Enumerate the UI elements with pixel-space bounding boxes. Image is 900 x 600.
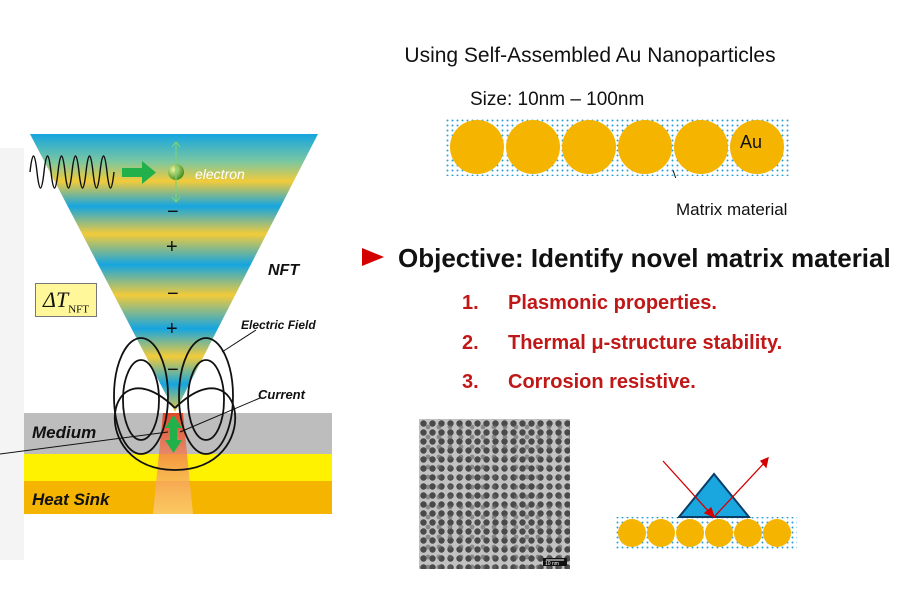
objective-heading: Objective: Identify novel matrix materia…	[362, 243, 891, 274]
reflected-ray	[713, 456, 769, 518]
slide-title: Using Self-Assembled Au Nanoparticles	[404, 44, 776, 67]
incident-ray	[662, 460, 716, 519]
objective-item-2: 2. Thermal μ-structure stability.	[462, 332, 782, 355]
tem-micrograph	[419, 419, 570, 569]
scale-bar-label: 10 nm	[545, 561, 559, 567]
objective-item-text: Corrosion resistive.	[508, 371, 696, 393]
charge-1: −	[167, 201, 179, 223]
objective-item-3: 3. Corrosion resistive.	[462, 371, 696, 394]
electron-oscillation-arrow	[171, 141, 181, 203]
incident-arrow	[122, 161, 156, 184]
heat-sink-label: Heat Sink	[32, 490, 110, 509]
panel-background	[0, 148, 24, 560]
current-pointer	[179, 397, 261, 433]
prism-coupling-diagram	[615, 456, 797, 549]
red-triangle-bullet-icon	[362, 248, 384, 267]
electric-field-pointer	[221, 329, 257, 353]
delta-t-symbol: ΔT	[43, 287, 69, 312]
prism	[676, 472, 752, 518]
objective-item-text: Plasmonic properties.	[508, 292, 717, 314]
scale-bar	[543, 558, 567, 566]
delta-t-nft-box: ΔTNFT	[35, 283, 97, 317]
light-wave	[29, 155, 115, 189]
matrix-pointer	[672, 169, 677, 178]
nft-cone	[30, 134, 318, 412]
electron-label: electron	[195, 166, 245, 182]
nanoparticle-array	[445, 118, 790, 178]
matrix-material-label: Matrix material	[676, 200, 788, 219]
au-label: Au	[740, 132, 763, 152]
electric-field-lines	[113, 337, 236, 471]
objective-text: Objective: Identify novel matrix materia…	[398, 243, 891, 273]
charge-2: +	[166, 236, 178, 258]
medium-label: Medium	[32, 423, 97, 442]
current-label: Current	[258, 387, 305, 402]
objective-item-number: 3.	[462, 371, 479, 393]
size-range: Size: 10nm – 100nm	[470, 89, 645, 110]
au-particles-small	[618, 519, 791, 547]
objective-item-1: 1. Plasmonic properties.	[462, 292, 717, 315]
objective-item-number: 1.	[462, 292, 479, 314]
charge-5: −	[167, 359, 179, 381]
delta-t-subscript: NFT	[68, 303, 89, 316]
nft-label: NFT	[268, 262, 300, 279]
objective-item-number: 2.	[462, 332, 479, 354]
nft-diagram	[0, 134, 332, 560]
au-particles	[450, 120, 784, 174]
charge-3: −	[167, 283, 179, 305]
charge-4: +	[166, 318, 178, 340]
objective-item-text: Thermal μ-structure stability.	[508, 332, 783, 354]
electric-field-label: Electric Field	[241, 318, 316, 332]
heat-beam	[153, 413, 193, 514]
medium-pointer	[0, 431, 169, 455]
current-arrow	[165, 415, 182, 453]
